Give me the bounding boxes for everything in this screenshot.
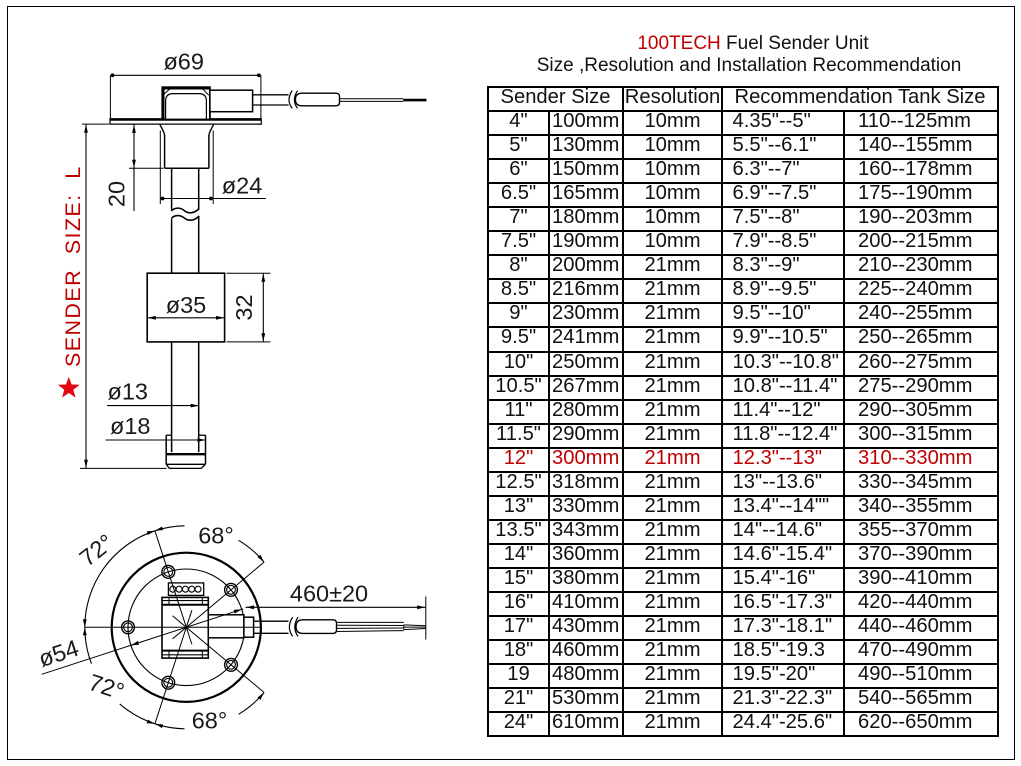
svg-text:ø54: ø54 xyxy=(35,635,82,672)
svg-text:32: 32 xyxy=(231,294,257,320)
svg-text:20: 20 xyxy=(104,181,130,207)
svg-text:ø24: ø24 xyxy=(222,173,262,199)
svg-text:SENDER SIZE: L: SENDER SIZE: L xyxy=(61,165,85,367)
svg-text:72°: 72° xyxy=(75,529,119,571)
svg-text:68°: 68° xyxy=(198,523,234,549)
svg-text:ø69: ø69 xyxy=(163,49,204,75)
svg-text:68°: 68° xyxy=(192,708,228,734)
svg-text:460±20: 460±20 xyxy=(290,581,368,607)
svg-text:ø35: ø35 xyxy=(166,292,207,318)
svg-text:72°: 72° xyxy=(86,669,128,705)
svg-text:ø13: ø13 xyxy=(108,379,149,405)
svg-text:ø18: ø18 xyxy=(110,413,151,439)
